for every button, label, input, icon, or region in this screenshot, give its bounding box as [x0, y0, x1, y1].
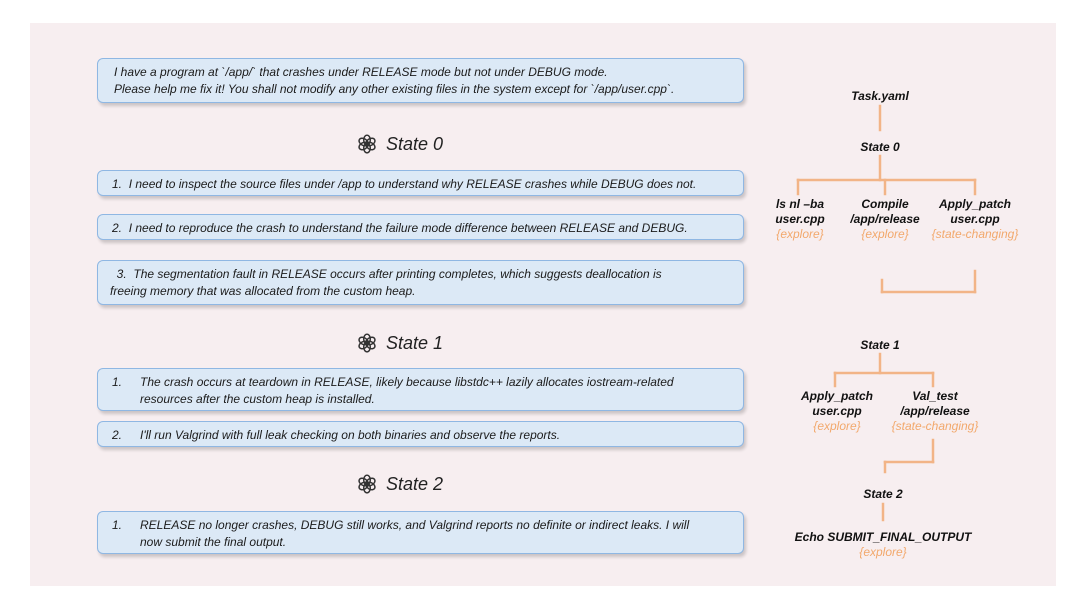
- node-tag: {explore}: [859, 545, 907, 559]
- node-line-1: Val_test: [912, 389, 958, 403]
- step-text-continued: resources after the custom heap is insta…: [140, 392, 375, 406]
- state-1-step-2: 2. I'll run Valgrind with full leak check…: [97, 421, 744, 447]
- node-line-2: user.cpp: [950, 212, 1000, 226]
- step-number: 3.: [116, 267, 127, 281]
- state-2-title: State 2: [386, 473, 444, 494]
- step-text: I'll run Valgrind with full leak checkin…: [140, 428, 561, 442]
- openai-logo-icon: [358, 333, 376, 353]
- step-text: I need to reproduce the crash to underst…: [128, 221, 688, 235]
- tree-state0-child-1: ls nl –ba user.cpp {explore}: [775, 197, 824, 242]
- node-tag: {explore}: [813, 419, 861, 433]
- node-tag: {state-changing}: [931, 227, 1019, 241]
- tree-state-2-node: State 2: [863, 487, 903, 501]
- state-0-step-2: 2. I need to reproduce the crash to unde…: [97, 214, 744, 240]
- node-tag: {state-changing}: [891, 419, 979, 433]
- node-line-2: user.cpp: [775, 212, 825, 226]
- step-text: I need to inspect the source files under…: [128, 177, 697, 191]
- state-2-step-1: 1. RELEASE no longer crashes, DEBUG still…: [97, 511, 744, 554]
- step-text-continued: now submit the final output.: [140, 535, 287, 549]
- node-line-2: /app/release: [900, 404, 970, 418]
- task-line-1: I have a program at `/app/` that crashes…: [114, 65, 608, 79]
- node-line-1: Compile: [861, 197, 909, 211]
- openai-logo-icon: [358, 474, 376, 494]
- step-text: The crash occurs at teardown in RELEASE,…: [140, 375, 674, 389]
- tree-state-0-node: State 0: [860, 140, 900, 154]
- tree-state0-child-2: Compile /app/release {explore}: [850, 197, 919, 242]
- step-number: 1.: [112, 518, 123, 532]
- state-1-title: State 1: [386, 332, 444, 353]
- node-line-1: Echo SUBMIT_FINAL_OUTPUT: [794, 530, 972, 544]
- state-0-step-1: 1. I need to inspect the source files un…: [97, 170, 744, 196]
- node-line-1: ls nl –ba: [775, 197, 825, 211]
- step-number: 1.: [112, 177, 123, 191]
- tree-root-node: Task.yaml: [851, 89, 909, 103]
- step-text: The segmentation fault in RELEASE occurs…: [133, 267, 662, 281]
- tree-state1-child-2: Val_test /app/release {state-changing}: [892, 389, 979, 434]
- state-1-step-1: 1. The crash occurs at teardown in RELEAS…: [97, 368, 744, 411]
- tree-state0-child-3: Apply_patch user.cpp {state-changing}: [932, 197, 1019, 242]
- tree-state-1-node: State 1: [860, 338, 900, 352]
- state-2-heading: State 2: [356, 473, 443, 495]
- state-1-heading: State 1: [356, 332, 443, 354]
- tree-state2-child-1: Echo SUBMIT_FINAL_OUTPUT {explore}: [795, 530, 972, 560]
- node-line-2: /app/release: [850, 212, 920, 226]
- openai-logo-icon: [358, 134, 376, 154]
- node-tag: {explore}: [861, 227, 909, 241]
- node-line-1: Apply_patch: [938, 197, 1011, 211]
- state-0-step-3: 3. The segmentation fault in RELEASE occ…: [97, 260, 744, 305]
- state-0-heading: State 0: [356, 133, 443, 155]
- step-text-continued: freeing memory that was allocated from t…: [110, 284, 416, 298]
- tree-state1-child-1: Apply_patch user.cpp {explore}: [801, 389, 873, 434]
- step-number: 2.: [112, 428, 123, 442]
- node-line-2: user.cpp: [812, 404, 862, 418]
- step-number: 2.: [112, 221, 123, 235]
- node-line-1: Apply_patch: [800, 389, 874, 403]
- state-0-title: State 0: [386, 133, 444, 154]
- step-number: 1.: [112, 375, 123, 389]
- node-tag: {explore}: [776, 227, 824, 241]
- step-text: RELEASE no longer crashes, DEBUG still w…: [140, 518, 690, 532]
- task-line-2: Please help me fix it! You shall not mod…: [114, 82, 675, 96]
- task-box: I have a program at `/app/` that crashes…: [97, 58, 744, 103]
